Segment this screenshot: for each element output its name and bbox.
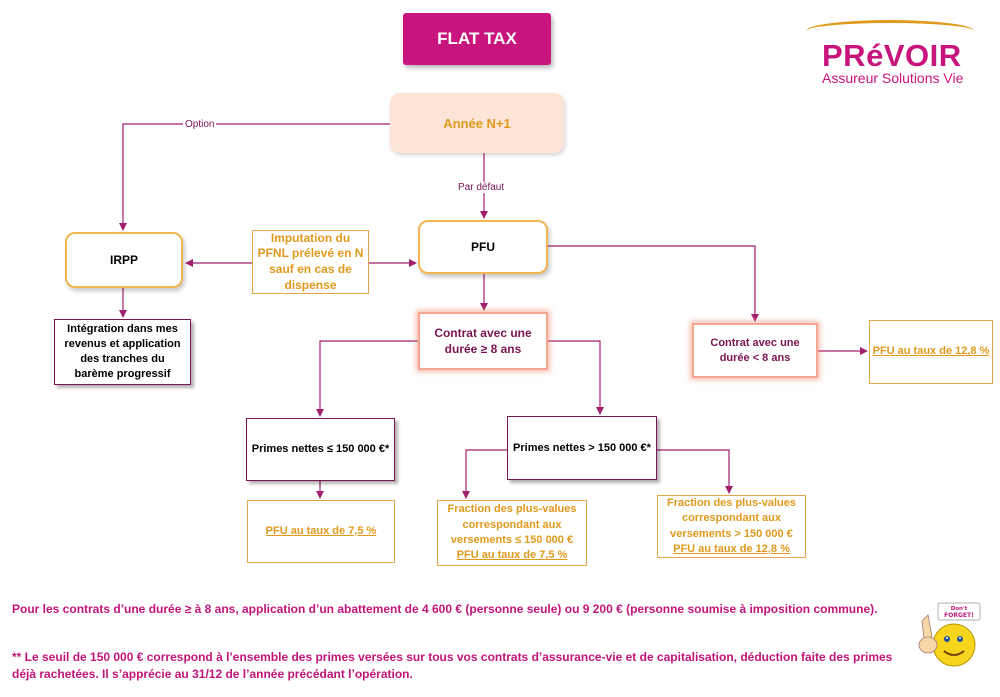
node-pfu-75: PFU au taux de 7,5 % — [247, 500, 395, 563]
node-contrat-court: Contrat avec une durée < 8 ans — [692, 323, 818, 378]
fraction-high-line: versements > 150 000 € — [670, 527, 793, 540]
title-box: FLAT TAX — [403, 13, 551, 65]
node-pfu-75-label: PFU au taux de 7,5 % — [265, 524, 377, 537]
node-imputation: Imputation du PFNL prélevé en N sauf en … — [252, 230, 369, 294]
node-pfu-128: PFU au taux de 12,8 % — [869, 320, 993, 384]
fraction-high-line: correspondant aux — [681, 512, 781, 525]
footnote-abattement: Pour les contrats d’une durée ≥ à 8 ans,… — [12, 602, 878, 616]
logo-arc — [806, 20, 974, 31]
imputation-line: sauf en cas de — [269, 262, 352, 276]
title-text: FLAT TAX — [437, 29, 517, 48]
node-annee: Année N+1 — [390, 93, 564, 153]
sticker-line2: FORGET! — [944, 612, 974, 619]
dont-forget-smiley-icon: Don't FORGET! — [914, 601, 984, 669]
edge-label-option: Option — [183, 119, 217, 130]
node-fraction-high: Fraction des plus-values correspondant a… — [657, 495, 806, 558]
edge-primes-high-fraction-high — [657, 449, 733, 494]
node-primes-low: Primes nettes ≤ 150 000 €* — [246, 418, 395, 481]
node-pfu-label: PFU — [471, 240, 495, 254]
node-fraction-low: Fraction des plus-values correspondant a… — [437, 500, 587, 566]
contrat-court-line: Contrat avec une — [710, 336, 800, 349]
node-primes-high-label: Primes nettes > 150 000 €* — [513, 441, 651, 454]
node-irpp-label: IRPP — [109, 253, 138, 267]
node-primes-low-label: Primes nettes ≤ 150 000 €* — [251, 443, 390, 456]
integration-line: barème progressif — [74, 367, 171, 380]
imputation-line: PFNL prélevé en N — [257, 246, 364, 261]
contrat-court-line: durée < 8 ans — [719, 351, 791, 364]
fraction-low-line: versements ≤ 150 000 € — [450, 534, 574, 546]
node-pfu-128-label: PFU au taux de 12,8 % — [872, 345, 990, 358]
edge-primes-high-fraction-low — [462, 449, 507, 499]
node-pfu: PFU — [418, 220, 548, 274]
node-primes-high: Primes nettes > 150 000 €* — [507, 416, 657, 480]
node-annee-label: Année N+1 — [443, 115, 511, 131]
fraction-low-rate: PFU au taux de 7,5 % — [456, 549, 568, 562]
integration-line: revenus et application — [64, 338, 181, 351]
fraction-low-line: correspondant aux — [462, 518, 562, 531]
edge-option — [119, 123, 390, 231]
contrat-long-line: durée ≥ 8 ans — [444, 342, 522, 356]
node-integration: Intégration dans mes revenus et applicat… — [54, 319, 191, 385]
imputation-line: dispense — [284, 277, 337, 292]
node-contrat-long: Contrat avec une durée ≥ 8 ans — [418, 312, 548, 370]
fraction-high-line: Fraction des plus-values — [667, 496, 796, 509]
footnote-seuil: ** Le seuil de 150 000 € correspond à l’… — [12, 650, 893, 682]
logo-tagline: Assureur Solutions Vie — [822, 70, 964, 86]
sticker-line1: Don't — [951, 606, 968, 612]
edge-long-primes-high — [548, 340, 604, 415]
imputation-line: Imputation du — [270, 230, 351, 245]
contrat-long-line: Contrat avec une — [434, 325, 532, 340]
edge-label-par-defaut: Par défaut — [456, 182, 507, 193]
fraction-low-line: Fraction des plus-values — [447, 503, 577, 516]
edge-pfu-contrat-court — [548, 245, 759, 322]
edge-long-primes-low — [316, 340, 418, 417]
node-irpp: IRPP — [65, 232, 183, 288]
integration-line: Intégration dans mes — [67, 323, 178, 336]
integration-line: des tranches du — [80, 353, 165, 365]
prevoir-logo: PRéVOIR Assureur Solutions Vie — [800, 18, 980, 88]
fraction-high-rate: PFU au taux de 12,8 % — [673, 542, 790, 555]
logo-brand: PRéVOIR — [822, 38, 962, 73]
